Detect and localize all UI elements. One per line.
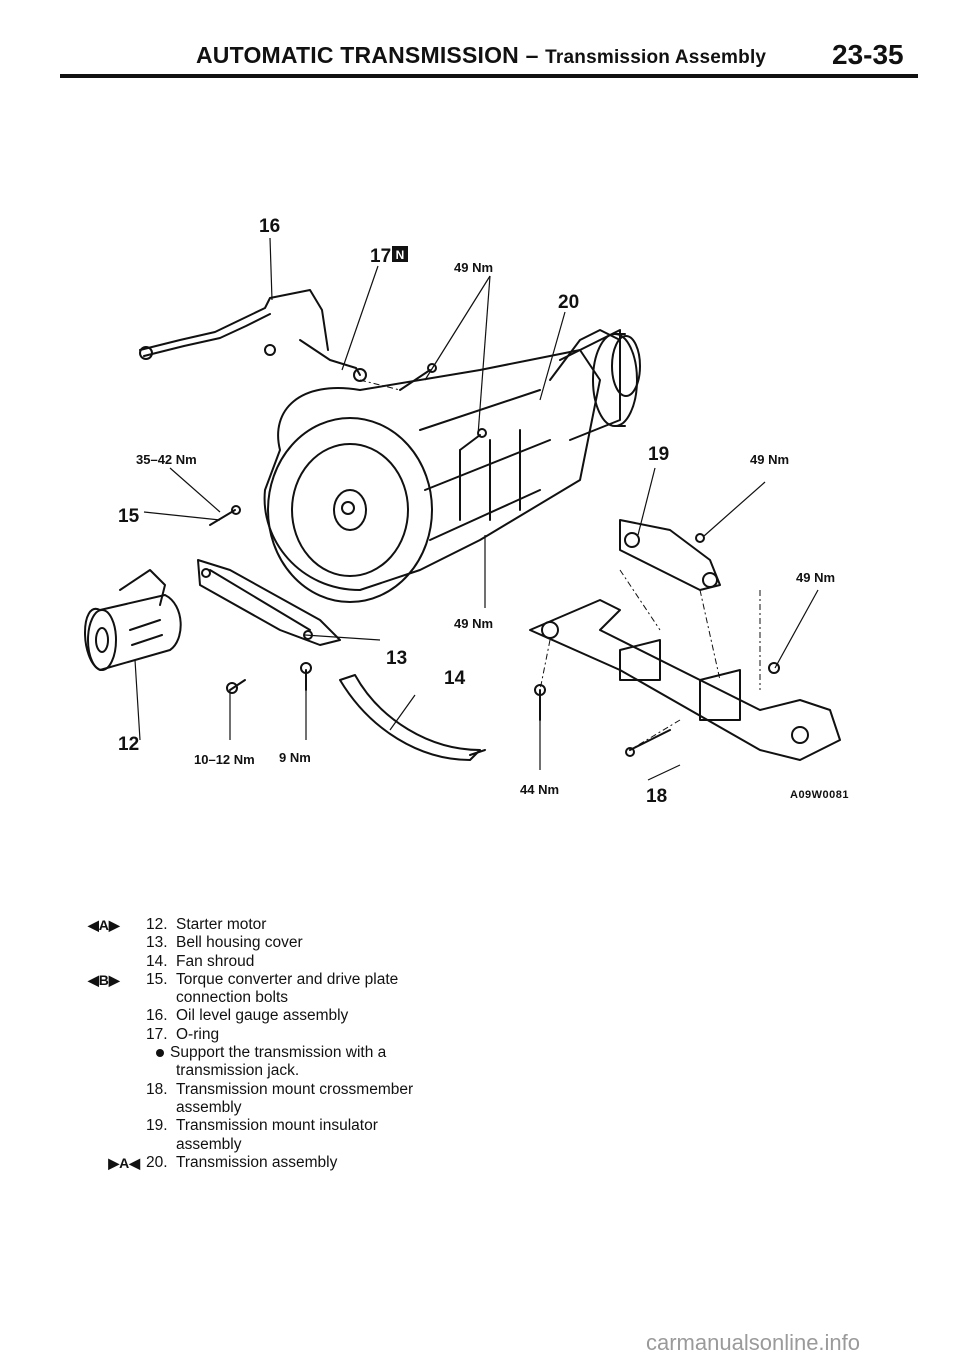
section-title: AUTOMATIC TRANSMISSION [196,42,519,68]
legend-item-20: ▶A◀ 20. Transmission assembly [88,1154,508,1172]
item-number: 17. [146,1025,168,1043]
legend-item-15: ◀B▶ 15. Torque converter and drive plate [88,971,508,989]
watermark: carmanualsonline.info [646,1330,861,1355]
transmission-assembly-illustration [263,329,641,603]
note-text: Support the transmission with a [170,1044,387,1062]
item-text-continued: assembly [176,1098,242,1116]
callout-14: 14 [444,668,466,689]
exploded-diagram: 16 17 N 20 19 15 13 14 12 18 49 Nm 35–42… [84,216,849,807]
item-number: 14. [146,952,168,970]
header-title: AUTOMATIC TRANSMISSION – Transmission As… [196,42,766,69]
legend-item-16: 16. Oil level gauge assembly [88,1007,508,1025]
item-text: Fan shroud [176,952,255,970]
starter-motor-illustration [84,569,182,671]
n-symbol-letter: N [396,248,405,262]
callout-16: 16 [259,216,280,237]
torque-49nm-right-1: 49 Nm [750,452,789,467]
page-header: AUTOMATIC TRANSMISSION – Transmission As… [0,0,960,80]
torque-9nm: 9 Nm [279,750,311,765]
page-number: 23-35 [832,39,904,70]
crossmember-illustration [529,599,841,761]
legend-item-12: ◀A▶ 12. Starter motor [88,916,508,934]
callout-17: 17 [370,246,391,267]
torque-10-12nm: 10–12 Nm [194,752,255,767]
item-text: Torque converter and drive plate [176,970,399,988]
legend-item-17: 17. O-ring [88,1026,508,1044]
item-text: Starter motor [176,916,267,933]
callout-12: 12 [118,734,139,755]
item-number: 19. [146,1117,168,1135]
item-number: 20. [146,1153,168,1171]
service-mark-a-install: ▶A◀ [108,1154,140,1171]
oil-level-gauge-illustration [139,289,367,382]
legend-item-18: 18. Transmission mount crossmember [88,1081,508,1099]
service-mark-b: ◀B▶ [88,971,120,988]
figure-code: A09W0081 [790,789,849,801]
item-text: Transmission assembly [176,1153,338,1171]
torque-35-42nm: 35–42 Nm [136,452,197,467]
callout-20: 20 [558,292,579,313]
item-number: 13. [146,934,168,952]
leader-lines [134,237,819,781]
item-text: Transmission mount insulator [176,1117,378,1135]
legend-note: Support the transmission with a [88,1044,508,1062]
mount-insulator-illustration [619,519,721,591]
torque-49nm-mid: 49 Nm [454,616,493,631]
title-dash: – [519,42,546,68]
service-mark-a: ◀A▶ [88,917,120,933]
item-text-continued: connection bolts [176,989,289,1007]
item-number: 18. [146,1080,168,1098]
bullet-icon [156,1048,164,1057]
header-rule [60,74,918,78]
torque-49nm-right-2: 49 Nm [796,570,835,585]
bell-housing-cover-illustration [197,559,341,646]
section-subtitle: Transmission Assembly [545,47,767,68]
torque-49nm-top: 49 Nm [454,260,493,275]
item-text: Transmission mount crossmember [176,1080,414,1098]
bolts-illustration [209,363,780,757]
item-number: 12. [146,916,168,933]
callout-18: 18 [646,786,667,807]
callout-13: 13 [386,648,407,669]
item-text: Bell housing cover [176,934,303,952]
callout-19: 19 [648,444,669,465]
torque-44nm: 44 Nm [520,782,559,797]
legend-item-19: 19. Transmission mount insulator [88,1117,508,1135]
item-text-continued: assembly [176,1135,242,1153]
item-number: 16. [146,1007,168,1025]
n-symbol-box [392,246,408,262]
parts-legend: ◀A▶ 12. Starter motor 13. Bell housing c… [88,916,508,1172]
callout-15: 15 [118,506,140,527]
legend-item-13: 13. Bell housing cover [88,934,508,952]
item-text: Oil level gauge assembly [176,1007,349,1025]
legend-item-14: 14. Fan shroud [88,953,508,971]
item-number: 15. [146,970,168,988]
note-text-continued: transmission jack. [176,1062,300,1080]
item-text: O-ring [176,1025,220,1043]
fan-shroud-illustration [339,674,486,761]
